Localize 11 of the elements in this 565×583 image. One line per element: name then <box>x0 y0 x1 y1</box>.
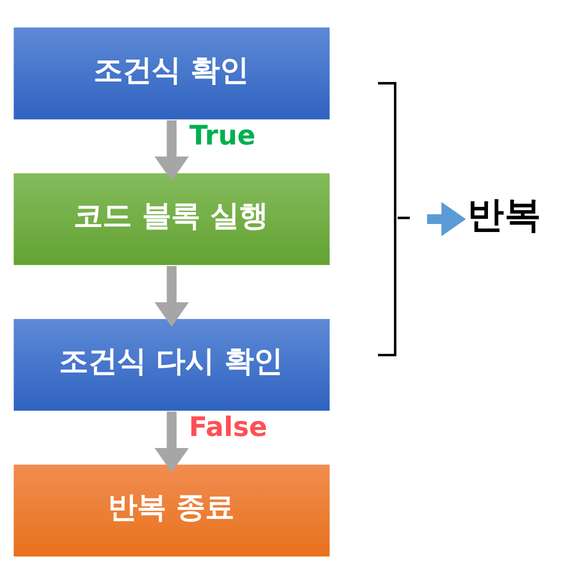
arrow <box>154 411 189 472</box>
arrow <box>427 202 466 236</box>
edge-label: False <box>188 412 268 443</box>
edge-label: True <box>189 120 256 152</box>
node-box: 반복 종료 <box>12 462 331 558</box>
node-box: 조건식 확인 <box>12 26 331 120</box>
node-box: 조건식 다시 확인 <box>12 317 331 412</box>
arrow <box>154 265 189 326</box>
arrow <box>154 120 189 180</box>
node-text: 반복 <box>467 192 542 236</box>
node-box: 코드 블록 실행 <box>12 172 331 266</box>
